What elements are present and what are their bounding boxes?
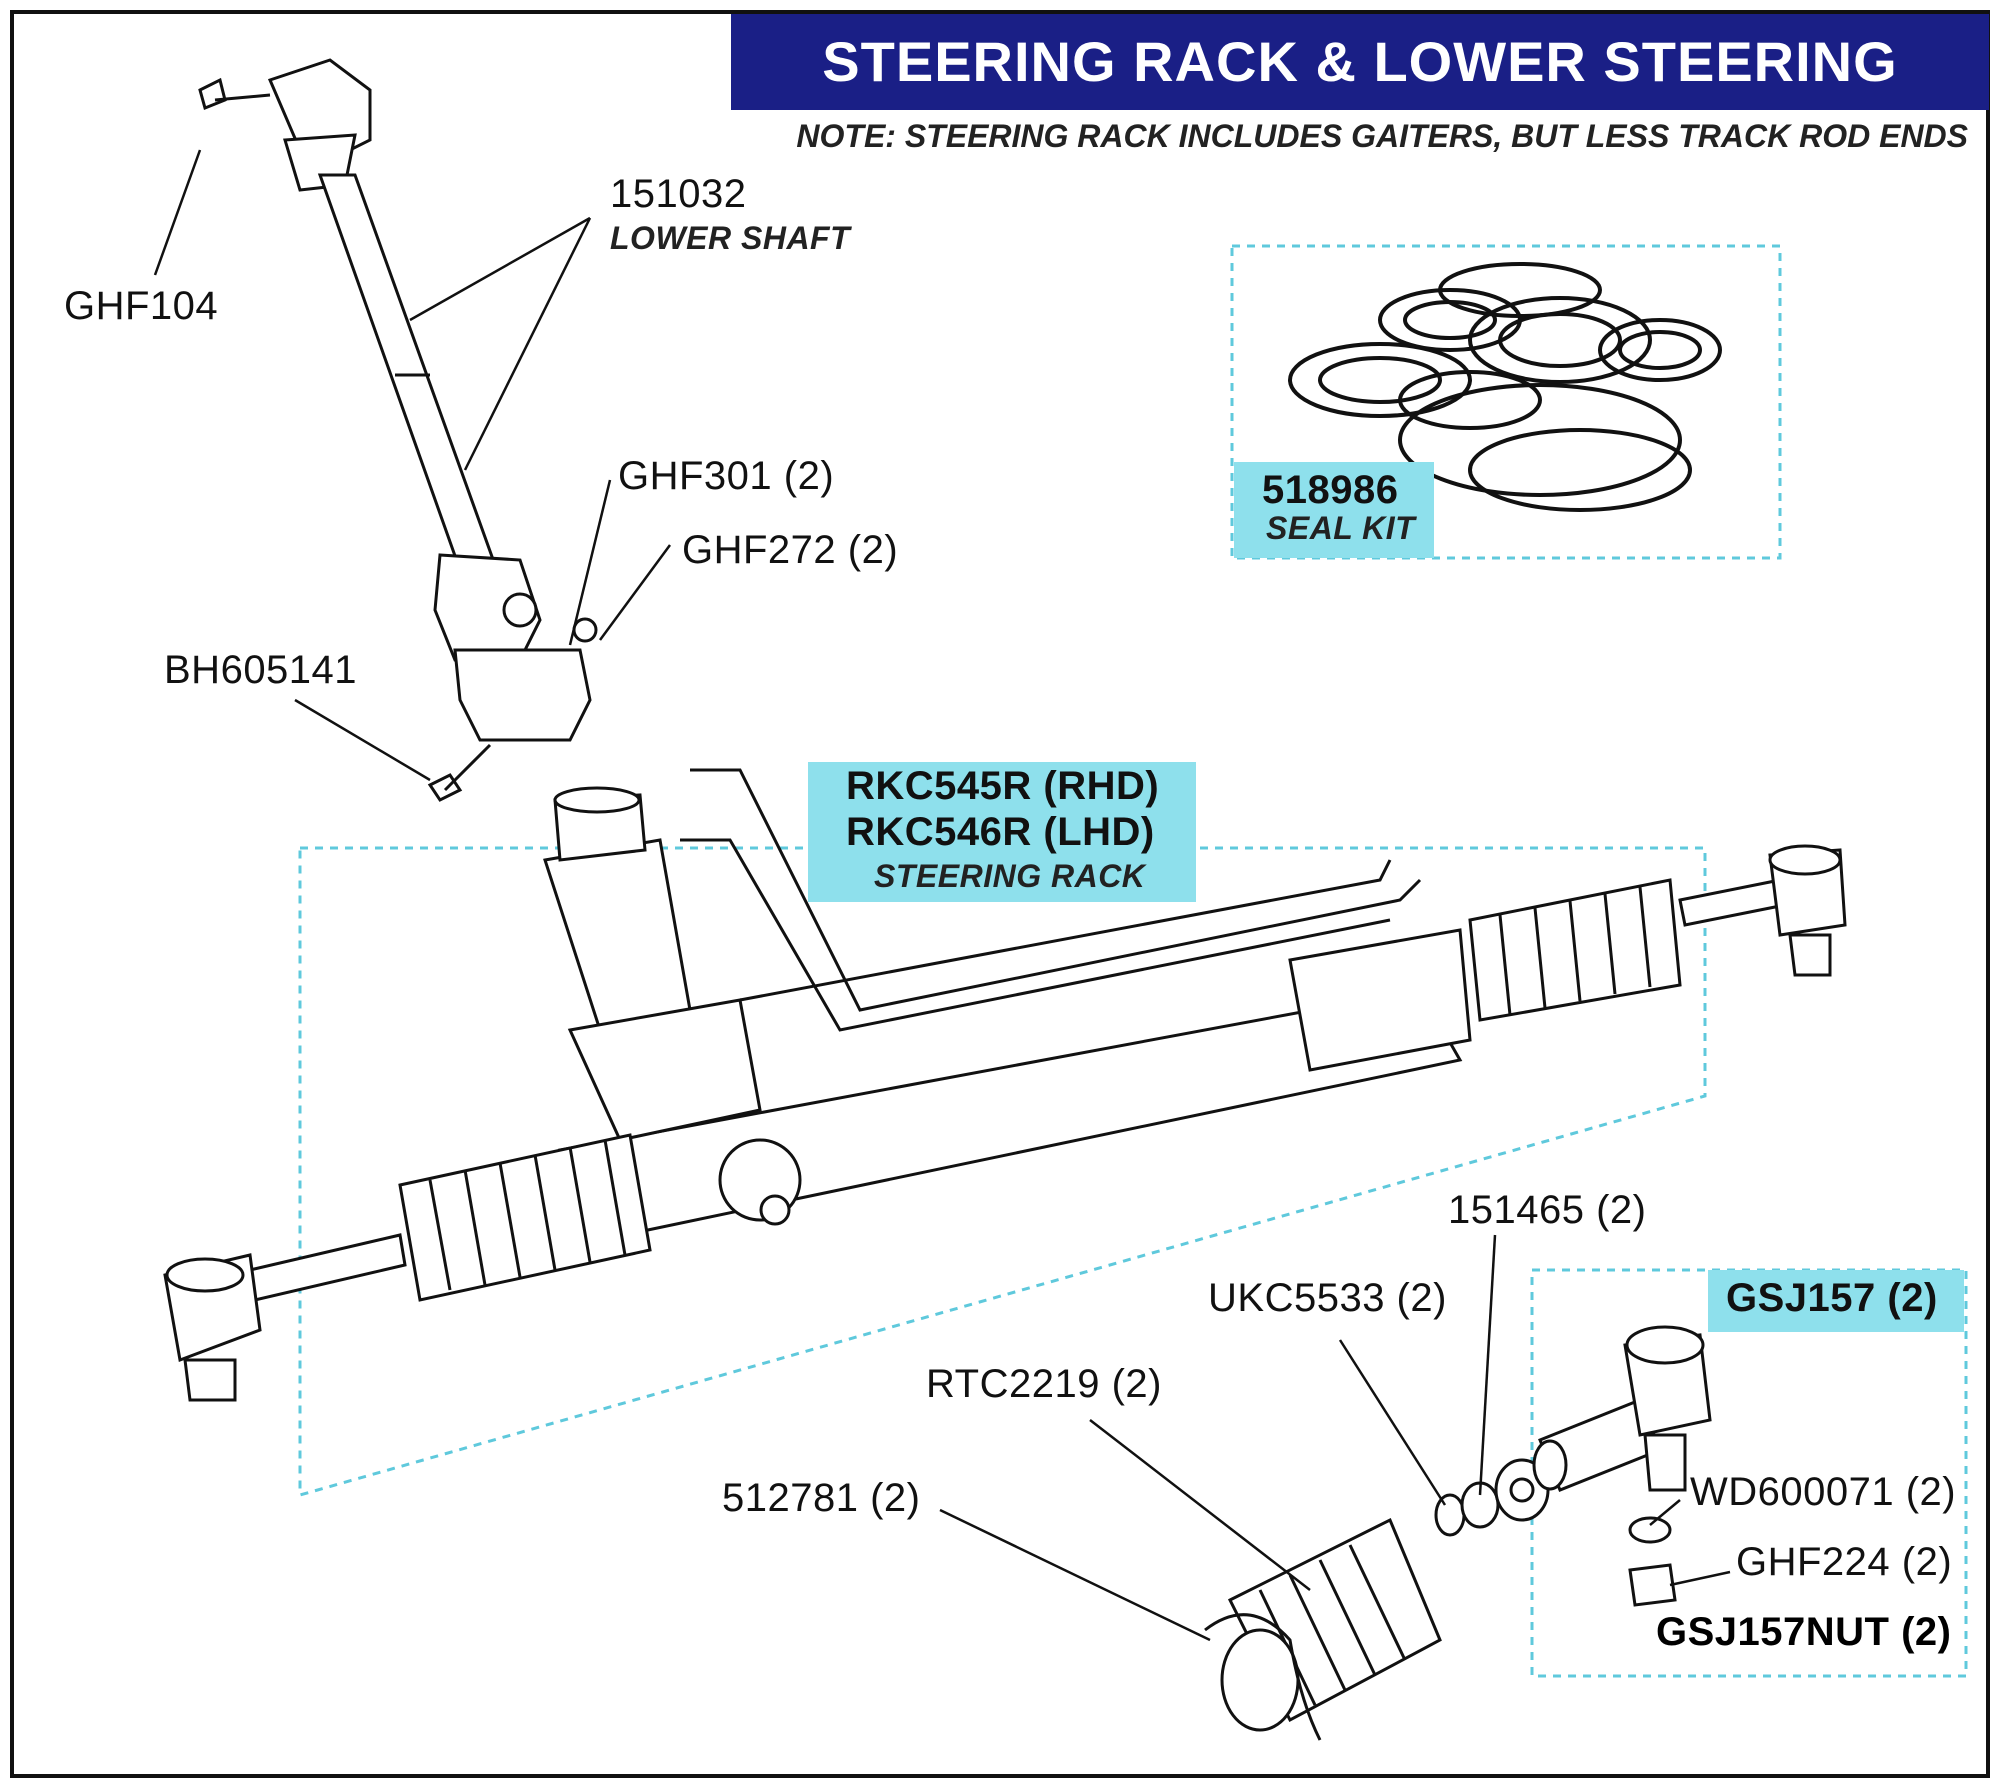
label-seal-kit-code: 518986 — [1262, 468, 1399, 512]
gsj157-label-box — [1708, 1270, 1964, 1332]
label-lower-shaft-desc: LOWER SHAFT — [610, 220, 851, 256]
label-rtc2219: RTC2219 (2) — [926, 1362, 1162, 1406]
steering-rack-label-box — [808, 762, 1196, 902]
diagram-note: NOTE: STEERING RACK INCLUDES GAITERS, BU… — [796, 118, 1968, 154]
lower-shaft-drawing — [198, 58, 598, 802]
label-ghf301: GHF301 (2) — [618, 454, 835, 498]
spare-parts-drawing — [1204, 1325, 1712, 1741]
steering-rack-drawing — [163, 768, 1847, 1402]
label-gsj157nut: GSJ157NUT (2) — [1656, 1610, 1952, 1654]
label-ukc5533: UKC5533 (2) — [1208, 1276, 1447, 1320]
label-512781: 512781 (2) — [722, 1476, 921, 1520]
title-banner: STEERING RACK & LOWER STEERING SHAFT — [731, 14, 1989, 189]
label-ghf224: GHF224 (2) — [1736, 1540, 1953, 1584]
seal-kit-label-box — [1234, 462, 1434, 558]
label-bh605141: BH605141 — [164, 648, 358, 692]
label-lower-shaft-code: 151032 — [610, 172, 747, 216]
label-151465: 151465 (2) — [1448, 1188, 1647, 1232]
label-rack-desc: STEERING RACK — [874, 858, 1146, 894]
label-wd600071: WD600071 (2) — [1690, 1470, 1957, 1514]
label-rack-rhd: RKC545R (RHD) — [846, 764, 1160, 808]
label-rack-lhd: RKC546R (LHD) — [846, 810, 1155, 854]
label-ghf104: GHF104 — [64, 284, 219, 328]
seal-kit-group-box — [1230, 244, 1782, 560]
outer-frame — [10, 10, 1990, 1778]
label-gsj157: GSJ157 (2) — [1726, 1276, 1938, 1320]
seal-kit-drawing — [1288, 262, 1722, 512]
steering-rack-group-box — [298, 846, 1707, 1497]
diagram-title: STEERING RACK & LOWER STEERING SHAFT — [822, 30, 1898, 189]
label-ghf272: GHF272 (2) — [682, 528, 899, 572]
leader-lines — [153, 149, 1731, 1642]
label-seal-kit-desc: SEAL KIT — [1266, 510, 1416, 546]
